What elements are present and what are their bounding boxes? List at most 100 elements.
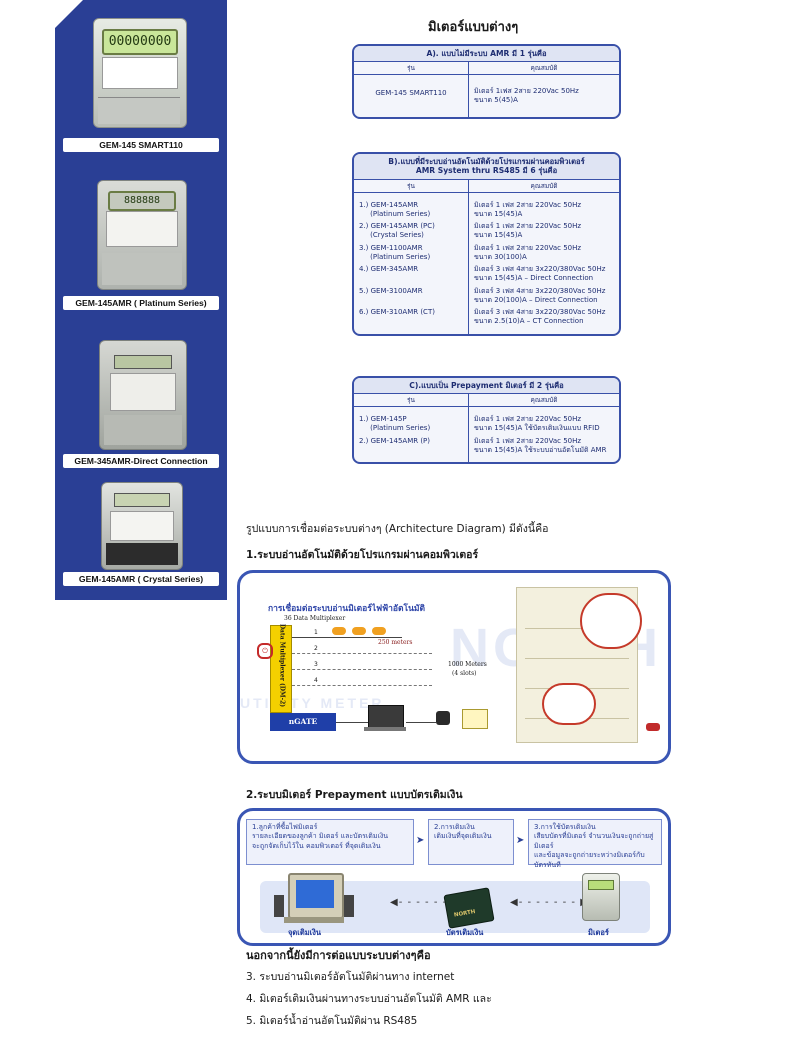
table-row: 3.) GEM-1100AMR (Platinum Series) มิเตอร์… (354, 241, 619, 264)
meter-photo (101, 482, 183, 570)
product-card: GEM-145AMR ( Crystal Series) (55, 478, 227, 600)
spec-panel-c: C).แบบเป็น Prepayment มิเตอร์ มี 2 รุ่นค… (352, 376, 621, 465)
table-row: 1.) GEM-145P (Platinum Series) มิเตอร์ 1 … (354, 406, 619, 435)
table-row: 6.) GEM-310AMR (CT)มิเตอร์ 3 เฟส 4สาย 3x… (354, 306, 619, 334)
line-number: 1 (314, 629, 318, 636)
meter-lcd: 888888 (108, 191, 176, 211)
architecture-intro: รูปแบบการเชื่อมต่อระบบต่างๆ (Architectur… (246, 523, 549, 535)
spec-cell: มิเตอร์ 1 เฟส 2สาย 220Vac 50Hz ขนาด 15(4… (474, 415, 600, 433)
spec-cell: มิเตอร์ 3 เฟส 4สาย 3x220/380Vac 50Hz ขนา… (474, 286, 606, 304)
distance-label: 250 meters (378, 639, 413, 646)
zoom-circle (542, 683, 596, 725)
caption-meter: มิเตอร์ (588, 928, 609, 937)
multiplexer-caption: 36 Data Multiplexer (284, 615, 346, 622)
list-item: 3. ระบบอ่านมิเตอร์อัตโนมัติผ่านทาง inter… (246, 971, 455, 983)
card-brand: NORTH (453, 908, 476, 919)
spec-cell: มิเตอร์ 3 เฟส 4สาย 3x220/380Vac 50Hz ขนา… (474, 308, 606, 326)
bus-line (292, 669, 432, 670)
meter-faceplate (110, 511, 174, 541)
column-header-spec: คุณสมบัติ (468, 62, 619, 76)
bus-line (406, 722, 436, 723)
model-cell: 5.) GEM-3100AMR (354, 284, 469, 307)
table-row: 5.) GEM-3100AMR มิเตอร์ 3 เฟส 4สาย 3x220/… (354, 284, 619, 307)
table-header-row: รุ่น คุณสมบัติ (354, 394, 619, 408)
other-methods-intro: นอกจากนี้ยังมีการต่อแบบระบบต่างๆคือ (246, 949, 431, 962)
corner-fold (55, 0, 83, 28)
card-icon (462, 709, 488, 729)
exchange-arrow: ◀- - - - - - - ▶ (390, 897, 469, 908)
panel-heading: B).แบบที่มีระบบอ่านอัตโนมัติด้วยโปรแกรมผ… (354, 154, 619, 180)
car-icon (646, 723, 660, 731)
spec-table: รุ่น คุณสมบัติ GEM-145 SMART110 มิเตอร์ … (354, 62, 619, 117)
section-1-title: 1.ระบบอ่านอัตโนมัติด้วยโปรแกรมผ่านคอมพิว… (246, 549, 479, 561)
meter-photo: 00000000 (93, 18, 187, 128)
list-item: 5. มิเตอร์น้ำอ่านอัตโนมัติผ่าน RS485 (246, 1015, 418, 1027)
product-label: GEM-145 SMART110 (63, 138, 219, 152)
column-header-model: รุ่น (354, 394, 469, 408)
product-label: GEM-145AMR ( Crystal Series) (63, 572, 219, 586)
exchange-arrow: ◀- - - - - - - ▶ (510, 897, 589, 908)
product-label: GEM-145AMR ( Platinum Series) (63, 296, 219, 310)
meter-lcd (588, 880, 614, 890)
column-header-spec: คุณสมบัติ (468, 179, 619, 193)
spec-panel-b: B).แบบที่มีระบบอ่านอัตโนมัติด้วยโปรแกรมผ… (352, 152, 621, 336)
table-row: 2.) GEM-145AMR (PC) (Crystal Series)มิเต… (354, 220, 619, 242)
caption-station: จุดเติมเงิน (288, 928, 321, 937)
meter-base (106, 543, 178, 565)
computer-screen (296, 880, 334, 908)
column-header-model: รุ่น (354, 179, 469, 193)
bus-line (292, 685, 432, 686)
meter-icon (372, 627, 386, 635)
product-label: GEM-345AMR-Direct Connection (63, 454, 219, 468)
keyboard-icon (284, 917, 344, 923)
column-header-model: รุ่น (354, 62, 469, 76)
meter-icon (582, 873, 620, 921)
spec-cell: มิเตอร์ 1 เฟส 2สาย 220Vac 50Hz ขนาด 15(4… (474, 200, 582, 218)
distance-note: (4 slots) (452, 670, 477, 677)
meter-faceplate (102, 57, 178, 89)
model-cell: GEM-145 SMART110 (354, 74, 469, 117)
spec-cell: มิเตอร์ 1 เฟส 2สาย 220Vac 50Hz ขนาด 15(4… (474, 222, 582, 240)
speaker-icon (344, 895, 354, 917)
product-card: 888888 GEM-145AMR ( Platinum Series) (55, 170, 227, 320)
laptop-icon (368, 705, 404, 729)
spec-cell: มิเตอร์ 1 เฟส 2สาย 220Vac 50Hz ขนาด 15(4… (474, 436, 607, 454)
table-row: 4.) GEM-345AMR มิเตอร์ 3 เฟส 4สาย 3x220/3… (354, 263, 619, 285)
list-item: 4. มิเตอร์เติมเงินผ่านทางระบบอ่านอัตโนมั… (246, 993, 492, 1005)
meter-base (102, 253, 182, 285)
spec-cell: มิเตอร์ 1เฟส 2สาย 220Vac 50Hz ขนาด 5(45)… (474, 87, 579, 105)
model-cell: 3.) GEM-1100AMR (Platinum Series) (354, 241, 469, 264)
spec-cell: มิเตอร์ 1 เฟส 2สาย 220Vac 50Hz ขนาด 30(1… (474, 243, 582, 261)
caption-card: บัตรเติมเงิน (446, 928, 484, 937)
line-number: 2 (314, 645, 318, 652)
table-row: 1.) GEM-145AMR (Platinum Series)มิเตอร์ … (354, 192, 619, 221)
model-cell: 1.) GEM-145P (Platinum Series) (354, 406, 469, 435)
meter-faceplate (106, 211, 178, 247)
meter-icon (352, 627, 366, 635)
panel-heading: A). แบบไม่มีระบบ AMR มี 1 รุ่นคือ (354, 46, 619, 63)
spec-cell: มิเตอร์ 3 เฟส 4สาย 3x220/380Vac 50Hz ขนา… (474, 265, 606, 283)
line-number: 4 (314, 677, 318, 684)
meter-lcd (114, 355, 172, 369)
meter-base (104, 415, 182, 445)
product-card: GEM-345AMR-Direct Connection (55, 330, 227, 470)
table-header-row: รุ่น คุณสมบัติ (354, 179, 619, 193)
speaker-icon (274, 895, 284, 917)
bus-line (292, 653, 432, 654)
data-multiplexer: Data Multiplexer (DM-2) (270, 624, 292, 713)
page-title: มิเตอร์แบบต่างๆ (428, 20, 519, 35)
arrow-icon: ➤ (516, 835, 525, 846)
table-row: 2.) GEM-145AMR (P) มิเตอร์ 1 เฟส 2สาย 220… (354, 434, 619, 463)
meter-photo: 888888 (97, 180, 187, 290)
model-cell: 2.) GEM-145AMR (P) (354, 434, 469, 463)
model-cell: 4.) GEM-345AMR (354, 263, 469, 285)
column-header-spec: คุณสมบัติ (468, 394, 619, 408)
panel-heading-line: B).แบบที่มีระบบอ่านอัตโนมัติด้วยโปรแกรมผ… (388, 157, 585, 166)
meter-lcd: 00000000 (102, 29, 178, 55)
spec-table: รุ่น คุณสมบัติ 1.) GEM-145P (Platinum Se… (354, 394, 619, 463)
prepayment-diagram: 1.ลูกค้าที่ซื้อไฟมิเตอร์ รายละเอียดของลู… (237, 808, 671, 946)
meter-base (98, 97, 180, 124)
computer-icon (288, 873, 344, 919)
gateway-box: nGATE (270, 713, 336, 731)
meter-rack (525, 636, 629, 659)
